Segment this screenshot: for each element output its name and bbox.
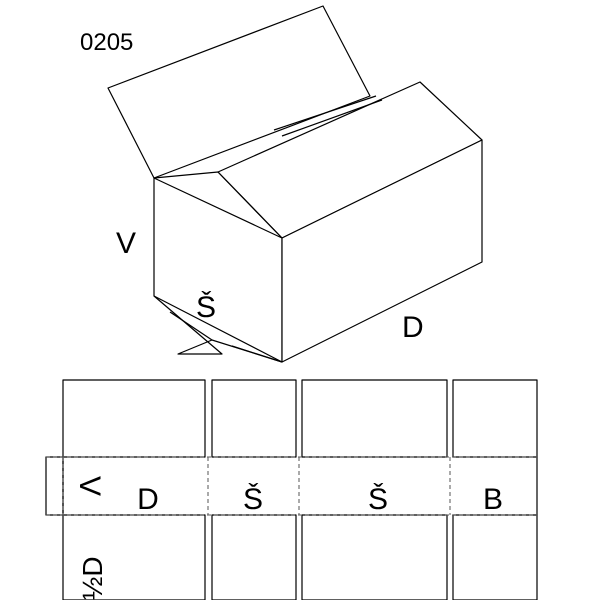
label-width-3d: Š [196,290,216,324]
panel-2-bottom-flap [211,514,297,600]
bottom-flap-fold [169,311,213,341]
box-long-side [281,139,483,363]
box-net [45,379,538,600]
glue-tab [45,456,64,516]
left-top-flap [153,171,283,239]
panel-4-top-flap [452,379,538,458]
box-3d-illustration [107,5,483,363]
product-code: 0205 [80,29,133,56]
top-crease-1 [273,95,377,131]
label-panel-1: D [137,483,159,516]
label-length-3d: D [402,311,424,344]
label-panel-4: B [483,483,503,516]
label-height-3d: V [116,227,136,260]
top-crease-2 [281,99,383,137]
label-panel-2: Š [243,482,263,516]
panel-2-top-flap [211,379,297,458]
panel-4-bottom-flap [452,514,538,600]
label-height-net: V [73,476,106,496]
panel-1-top-flap [62,379,206,458]
back-top-flap [107,5,371,179]
bottom-flap-edge [231,345,283,363]
label-flap-half-length: ½D [77,556,108,600]
panel-3-bottom-flap [301,514,448,600]
label-panel-3: Š [368,482,388,516]
panel-3-top-flap [301,379,448,458]
